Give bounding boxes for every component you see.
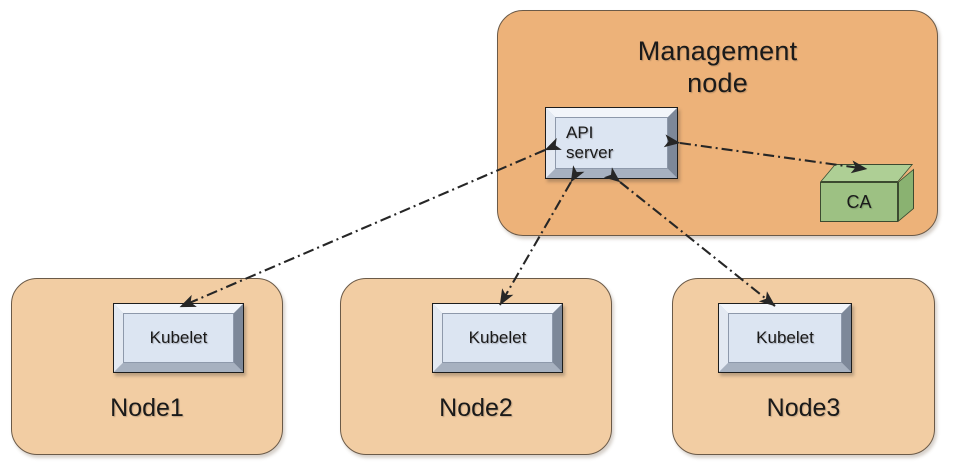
kubelet-label-1: Kubelet — [149, 328, 208, 347]
kubelet-face-2 — [442, 313, 553, 363]
kubelet-box-2[interactable]: Kubelet — [432, 303, 563, 373]
bevel-bottom-facet — [114, 363, 243, 372]
bevel-left-facet — [719, 304, 728, 372]
bevel-right-facet — [668, 108, 677, 178]
bevel-top-facet — [114, 304, 243, 313]
kubelet-face-1 — [123, 313, 234, 363]
kubelet-label-2: Kubelet — [468, 328, 527, 347]
ca-label: CA — [820, 182, 898, 222]
ca-box[interactable]: CA — [820, 164, 914, 222]
bevel-bottom-facet — [433, 363, 562, 372]
bevel-top-facet — [546, 108, 677, 117]
bevel-left-facet — [114, 304, 123, 372]
management-node-label: Management node — [637, 36, 798, 98]
api-server-box[interactable]: API server — [545, 107, 678, 179]
bevel-bottom-facet — [546, 169, 677, 178]
bevel-top-facet — [433, 304, 562, 313]
node-label-3: Node3 — [766, 394, 841, 422]
bevel-bottom-facet — [719, 363, 851, 372]
bevel-right-facet — [234, 304, 243, 372]
bevel-left-facet — [546, 108, 555, 178]
bevel-right-facet — [553, 304, 562, 372]
node-label-2: Node2 — [439, 394, 513, 422]
bevel-left-facet — [433, 304, 442, 372]
bevel-right-facet — [842, 304, 851, 372]
node-label-1: Node1 — [110, 394, 184, 422]
kubelet-label-3: Kubelet — [756, 328, 814, 347]
kubelet-face-3 — [728, 313, 842, 363]
kubelet-box-1[interactable]: Kubelet — [113, 303, 244, 373]
api-server-label: API server — [566, 123, 614, 162]
kubelet-box-3[interactable]: Kubelet — [718, 303, 852, 373]
bevel-top-facet — [719, 304, 851, 313]
